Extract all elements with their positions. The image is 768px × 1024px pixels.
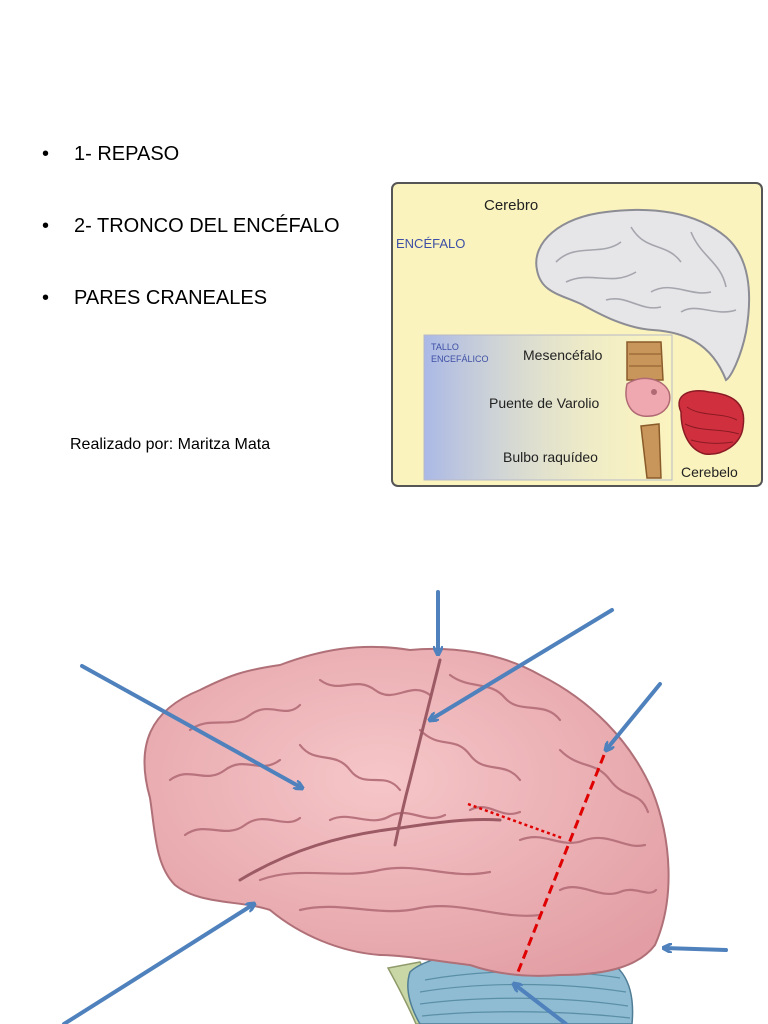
- bullet-dot: •: [42, 287, 50, 309]
- arrow-right-pole: [664, 948, 728, 950]
- arrow-upper-left: [80, 664, 302, 788]
- arrow-right-occipital: [606, 682, 662, 750]
- pons-shape: [625, 377, 671, 417]
- medulla-shape: [640, 423, 662, 479]
- label-cerebro: Cerebro: [484, 197, 538, 214]
- label-tallo-2: ENCEFÁLICO: [431, 354, 489, 364]
- bullet-text: 1- REPASO: [74, 143, 180, 165]
- brain-gyri: [168, 658, 658, 917]
- bullet-pares: • PARES CRANEALES: [40, 282, 340, 354]
- author-credit: Realizado por: Maritza Mata: [70, 436, 271, 453]
- mesencephalon-shape: [626, 341, 664, 381]
- bullet-tronco: • 2- TRONCO DEL ENCÉFALO: [40, 210, 340, 282]
- arrow-lower-left: [62, 904, 254, 1024]
- arrow-bottom-cerebellum: [514, 984, 568, 1024]
- label-tallo-1: TALLO: [431, 342, 459, 352]
- label-encefalo: ENCÉFALO: [396, 236, 465, 251]
- pointer-arrows: [62, 590, 728, 1024]
- brain-lateral-figure: [62, 590, 728, 1024]
- cerebrum-shape: [143, 645, 670, 977]
- arrow-upper-right: [430, 608, 614, 720]
- label-puente: Puente de Varolio: [489, 395, 599, 411]
- label-cerebelo: Cerebelo: [681, 464, 738, 480]
- bullet-dot: •: [42, 143, 50, 165]
- encephalon-figure: Cerebro ENCÉFALO TALLO ENCEFÁLICO Mesenc…: [391, 182, 763, 487]
- label-mesencefalo: Mesencéfalo: [523, 347, 603, 363]
- bullet-repaso: • 1- REPASO: [40, 138, 340, 210]
- bullet-text: PARES CRANEALES: [74, 287, 268, 309]
- bullet-text: 2- TRONCO DEL ENCÉFALO: [74, 215, 340, 237]
- label-bulbo: Bulbo raquídeo: [503, 449, 598, 465]
- topic-list: • 1- REPASO • 2- TRONCO DEL ENCÉFALO • P…: [40, 138, 340, 354]
- cerebellum-shape: [678, 390, 745, 455]
- parieto-occipital-dashed-line: [516, 754, 606, 973]
- bullet-dot: •: [42, 215, 50, 237]
- cerebrum-folds: [555, 226, 737, 313]
- cerebrum-shape: [535, 208, 751, 382]
- temporal-dotted-line: [467, 802, 563, 840]
